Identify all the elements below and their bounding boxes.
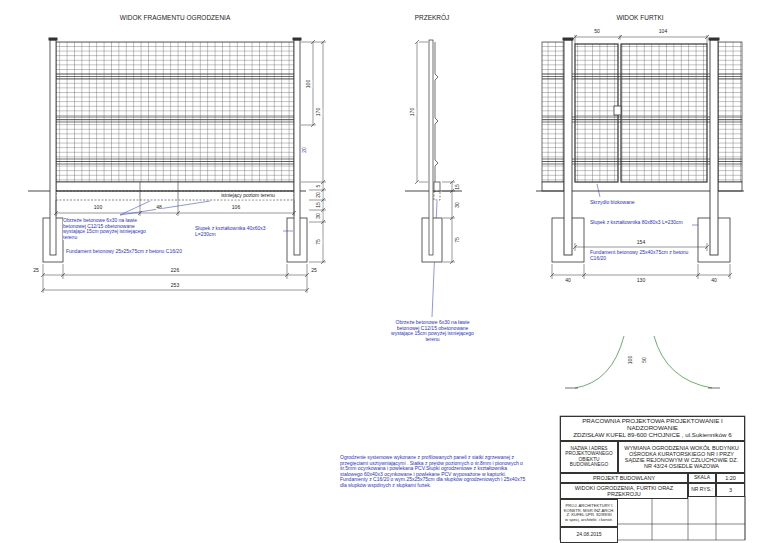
- designer-stamp: PROJ. ARCHITEKTURY I KONSTR. MGR INŻ.ARC…: [560, 499, 618, 527]
- cell-text: 3: [729, 487, 732, 493]
- dimension-value: 5: [316, 185, 322, 188]
- dimension-value: 20: [302, 147, 308, 153]
- cell-text: NR RYS.:: [691, 487, 713, 493]
- dimension-value: 30: [455, 202, 461, 208]
- callout-note: Słupek z kształtownika 40x60x3 L=230cm: [195, 226, 281, 237]
- dimension-value: 48: [156, 205, 162, 211]
- cell-text: PROJEKT BUDOWLANY: [593, 475, 655, 481]
- fence-view: [28, 38, 326, 293]
- sheet-number: 3: [716, 483, 745, 497]
- dimension-value: 170: [410, 108, 416, 116]
- scale-value: 1:20: [716, 473, 745, 483]
- callout-note: Fundament betonowy 25x40x75cm z betonu C…: [590, 250, 695, 261]
- dimension-value: 20: [316, 192, 322, 198]
- gate-view: [536, 35, 744, 279]
- dimension-value: 154: [637, 240, 645, 246]
- dimension-value: 253: [171, 283, 179, 289]
- cell-text: 24.08.2015: [576, 532, 601, 538]
- callout-note: Skrzydło blokowane: [590, 200, 634, 206]
- callout-note: Słupek z kształtownika 80x80x3 L=230cm: [590, 220, 688, 226]
- view-title: PRZEKRÓJ: [415, 14, 450, 21]
- title-block-frame: [560, 416, 745, 540]
- cell-text: w specj. architekt. i konstr.: [565, 518, 613, 523]
- cell-text: PROJ. ARCHITEKTURY I KONSTR. MGR INŻ.ARC…: [563, 504, 615, 518]
- field-caption: NAZWA I ADRES PROJEKTOWANEGO OBIEKTU BUD…: [560, 441, 618, 473]
- dimension-value: 100: [306, 80, 312, 88]
- dimension-value: 100: [628, 356, 634, 364]
- dimension-value: 100: [94, 205, 102, 211]
- dimension-value: 104: [659, 29, 667, 35]
- callout-note: Fundament betonowy 25x25x75cm z betonu C…: [66, 249, 182, 255]
- cell-text: WYMIANA OGRODZENIA WOKÓŁ BUDYNKU OŚRODKA…: [621, 445, 742, 470]
- date-cell: 24.08.2015: [560, 527, 618, 543]
- general-note: Ogrodzenie systemowe wykonane z profilow…: [340, 455, 530, 488]
- stage-cell: PROJEKT BUDOWLANY: [560, 473, 688, 483]
- dimension-value: 25: [33, 268, 39, 274]
- dimension-value: 75: [316, 239, 322, 245]
- callout-note: Obrzeże betonowe 6x30 na ławie betonowej…: [385, 320, 480, 342]
- cell-text: 1:20: [725, 475, 736, 481]
- dimension-value: 30: [316, 213, 322, 219]
- sheet-caption: NR RYS.:: [688, 483, 716, 497]
- dimension-value: 170: [316, 108, 322, 116]
- office-header: PRACOWNIA PROJEKTOWA PROJEKTOWANIE I NAD…: [560, 416, 745, 441]
- cell-text: ZDZISŁAW KUFEL 89-600 CHOJNICE , ul.Suki…: [573, 432, 731, 439]
- dimension-value: 75: [455, 237, 461, 243]
- dimension-value: 226: [171, 268, 179, 274]
- cell-text: PRACOWNIA PROJEKTOWA PROJEKTOWANIE I NAD…: [563, 418, 742, 432]
- leader-lines: [120, 184, 709, 317]
- dimension-value: 106: [232, 205, 240, 211]
- dimension-value: 40: [711, 278, 717, 284]
- dimension-value: 40: [565, 278, 571, 284]
- dimension-value: 50: [642, 357, 648, 363]
- drawing-title: WIDOKI OGRODZENIA, FURTKI ORAZ PRZEKROJU: [560, 483, 688, 499]
- dimension-value: 15: [316, 202, 322, 208]
- cell-text: NAZWA I ADRES PROJEKTOWANEGO OBIEKTU BUD…: [563, 446, 615, 467]
- gate-swing-arcs: [565, 336, 720, 388]
- scale-caption: SKALA: [688, 473, 716, 483]
- dimension-value: 25: [311, 268, 317, 274]
- view-title: WIDOK FRAGMENTU OGRODZENIA: [120, 14, 231, 21]
- project-name: WYMIANA OGRODZENIA WOKÓŁ BUDYNKU OŚRODKA…: [618, 441, 745, 473]
- view-title: WIDOK FURTKI: [616, 14, 663, 21]
- dimension-value: 15: [455, 184, 461, 190]
- dimension-value: 50: [594, 29, 600, 35]
- cell-text: WIDOKI OGRODZENIA, FURTKI ORAZ PRZEKROJU: [563, 485, 685, 497]
- dimension-value: 130: [637, 278, 645, 284]
- callout-note: Obrzeże betonowe 6x30 na ławie betonowej…: [63, 218, 158, 240]
- cell-text: SKALA: [694, 475, 710, 481]
- section-view: [405, 40, 462, 264]
- ground-level-note: istniejący poziom terenu: [221, 193, 275, 199]
